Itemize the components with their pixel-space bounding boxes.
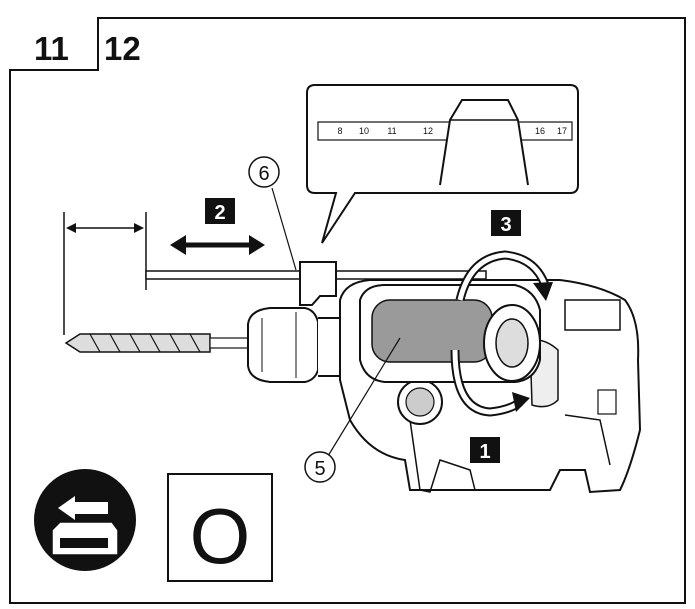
callout-6-number: 6 bbox=[258, 163, 269, 185]
callout-6: 6 bbox=[248, 156, 280, 188]
scale-tick-label: 8 bbox=[337, 126, 342, 136]
battery-remove-icon bbox=[34, 469, 136, 571]
scale-bar bbox=[317, 121, 573, 141]
step-3-number: 3 bbox=[500, 214, 511, 236]
chuck bbox=[247, 307, 341, 383]
scale-tick-label: 12 bbox=[423, 126, 433, 136]
step-1-number: 1 bbox=[479, 441, 490, 463]
side-handle bbox=[359, 284, 541, 383]
leader-line-6 bbox=[271, 187, 297, 271]
step-badge-1: 1 bbox=[470, 437, 500, 463]
rotate-tighten-arrow bbox=[455, 250, 553, 302]
symbol-o-text: O bbox=[190, 492, 251, 580]
step-badge-3: 3 bbox=[491, 210, 521, 236]
rotate-loosen-arrow bbox=[450, 349, 530, 417]
callout-5: 5 bbox=[304, 451, 336, 483]
step-2-number: 2 bbox=[214, 202, 225, 224]
figure-number-12: 12 bbox=[104, 30, 141, 67]
callout-5-number: 5 bbox=[314, 458, 325, 480]
scale-tick-label: 10 bbox=[359, 126, 369, 136]
symbol-box-O: O bbox=[167, 473, 273, 582]
drill-bit bbox=[64, 333, 251, 353]
scale-tick-label: 11 bbox=[387, 126, 396, 136]
leader-line-5 bbox=[327, 337, 401, 457]
scale-tick-label: 16 bbox=[535, 126, 545, 136]
stopper-clip bbox=[439, 99, 529, 186]
drilling-depth-dimension bbox=[63, 212, 147, 335]
figure-number-11: 11 bbox=[34, 30, 69, 67]
rod-clamp bbox=[299, 261, 337, 306]
slide-direction-arrow bbox=[170, 235, 265, 255]
magnified-scale-callout: 8101112131617 bbox=[306, 84, 579, 244]
scale-tick-label: 17 bbox=[557, 126, 567, 136]
step-badge-2: 2 bbox=[205, 198, 235, 224]
handle-grip bbox=[371, 299, 493, 363]
